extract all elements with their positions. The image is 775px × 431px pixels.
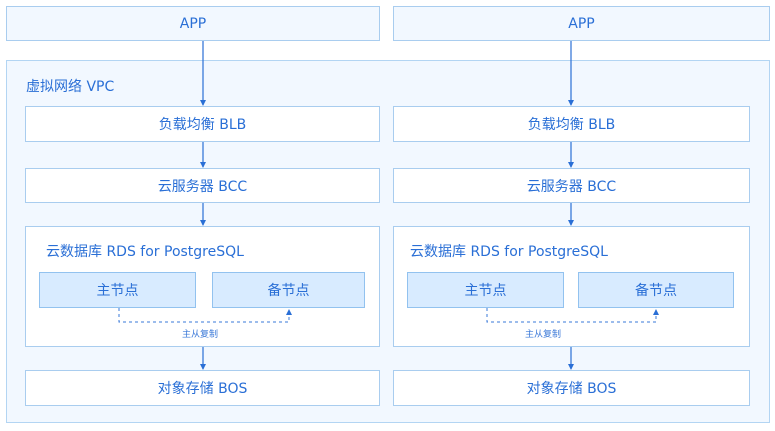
- standby-node-left: 备节点: [212, 272, 365, 308]
- bos-label: 对象存储 BOS: [157, 381, 248, 397]
- bcc-box-left: 云服务器 BCC: [25, 168, 380, 203]
- app-box-left: APP: [6, 6, 380, 41]
- rds-title: 云数据库 RDS for PostgreSQL: [46, 244, 244, 260]
- standby-node-label: 备节点: [267, 283, 310, 299]
- vpc-label: 虚拟网络 VPC: [26, 79, 115, 95]
- bcc-label: 云服务器 BCC: [526, 178, 617, 195]
- bos-label: 对象存储 BOS: [526, 381, 617, 397]
- bos-box-right: 对象存储 BOS: [393, 370, 750, 406]
- primary-node-label: 主节点: [464, 283, 507, 299]
- primary-node-right: 主节点: [407, 272, 564, 308]
- primary-node-label: 主节点: [96, 283, 139, 299]
- standby-node-label: 备节点: [635, 283, 677, 299]
- blb-label: 负载均衡 BLB: [158, 117, 247, 133]
- blb-box-right: 负载均衡 BLB: [393, 106, 750, 142]
- app-label: APP: [179, 15, 207, 32]
- bos-box-left: 对象存储 BOS: [25, 370, 380, 406]
- bcc-box-right: 云服务器 BCC: [393, 168, 750, 203]
- replication-label: 主从复制: [182, 330, 219, 340]
- bcc-label: 云服务器 BCC: [157, 178, 248, 195]
- blb-label: 负载均衡 BLB: [527, 117, 616, 133]
- blb-box-left: 负载均衡 BLB: [25, 106, 380, 142]
- standby-node-right: 备节点: [578, 272, 734, 308]
- app-box-right: APP: [393, 6, 770, 41]
- replication-label: 主从复制: [525, 330, 562, 340]
- rds-title: 云数据库 RDS for PostgreSQL: [410, 244, 608, 260]
- app-label: APP: [568, 15, 595, 32]
- primary-node-left: 主节点: [39, 272, 196, 308]
